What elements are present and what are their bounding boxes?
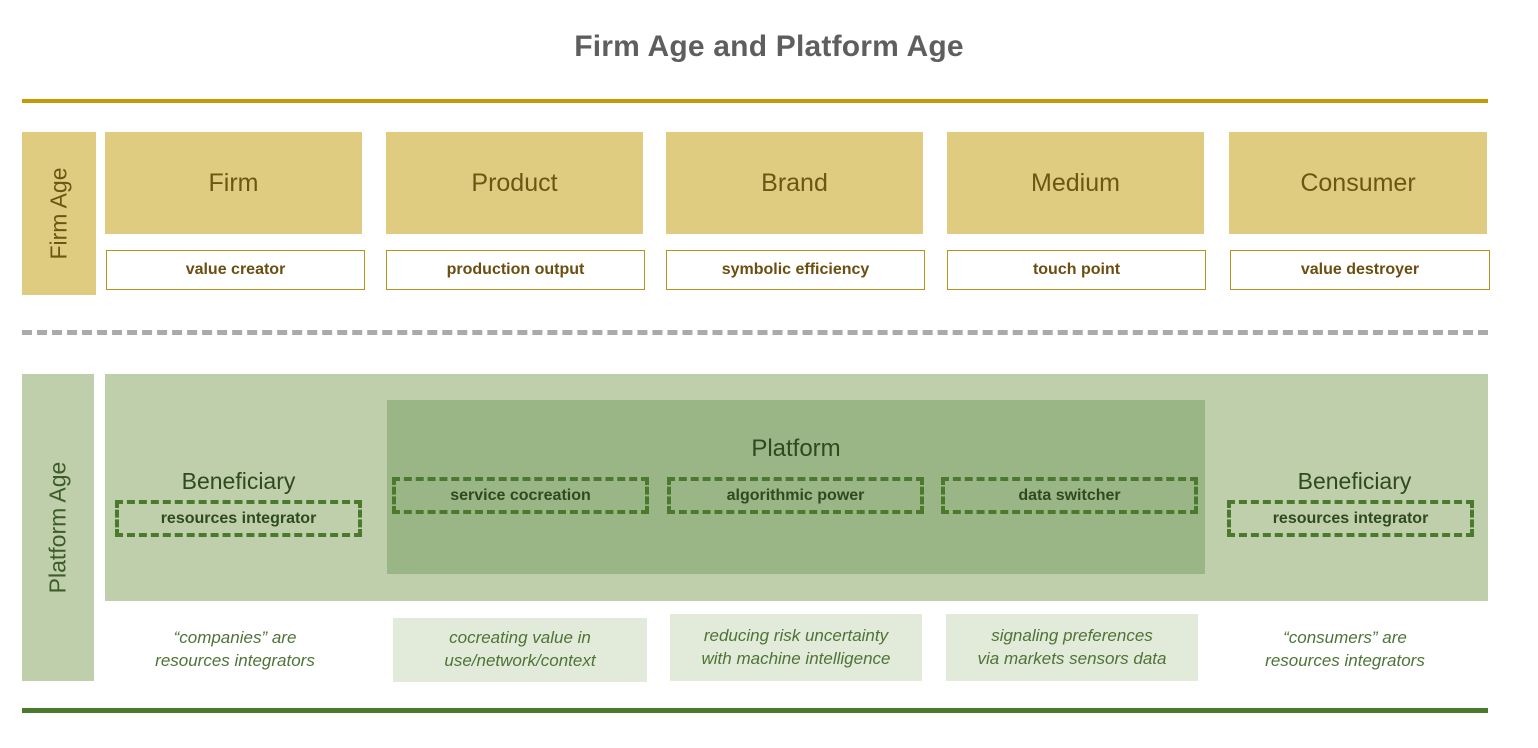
beneficiary-right-title: Beneficiary xyxy=(1297,468,1412,494)
firm-box-firm[interactable]: Firm xyxy=(105,132,362,234)
era-label-firm-age-text: Firm Age xyxy=(45,167,72,260)
firm-tag-medium[interactable]: touch point xyxy=(947,250,1206,290)
beneficiary-left-tag[interactable]: resources integrator xyxy=(115,500,362,537)
platform-tag-service-cocreation[interactable]: service cocreation xyxy=(392,477,649,514)
firm-box-brand[interactable]: Brand xyxy=(666,132,923,234)
firm-box-medium[interactable]: Medium xyxy=(947,132,1204,234)
firm-tag-consumer[interactable]: value destroyer xyxy=(1230,250,1490,290)
era-label-platform-age-text: Platform Age xyxy=(44,461,71,594)
beneficiary-right-tag[interactable]: resources integrator xyxy=(1227,500,1474,537)
era-label-platform-age: Platform Age xyxy=(22,374,94,681)
firm-box-product[interactable]: Product xyxy=(386,132,643,234)
dashed-divider-rule xyxy=(22,330,1488,335)
gold-divider-rule xyxy=(22,99,1488,103)
platform-tag-algorithmic-power[interactable]: algorithmic power xyxy=(667,477,924,514)
green-bottom-rule xyxy=(22,708,1488,713)
firm-tag-brand[interactable]: symbolic efficiency xyxy=(666,250,925,290)
page-title: Firm Age and Platform Age xyxy=(574,30,964,63)
firm-tag-firm[interactable]: value creator xyxy=(106,250,365,290)
era-label-firm-age: Firm Age xyxy=(22,132,96,295)
firm-tag-product[interactable]: production output xyxy=(386,250,645,290)
beneficiary-left-title: Beneficiary xyxy=(181,468,296,494)
platform-tag-data-switcher[interactable]: data switcher xyxy=(941,477,1198,514)
platform-core-title: Platform xyxy=(751,435,841,462)
platform-core-box[interactable] xyxy=(387,400,1205,574)
firm-box-consumer[interactable]: Consumer xyxy=(1229,132,1487,234)
